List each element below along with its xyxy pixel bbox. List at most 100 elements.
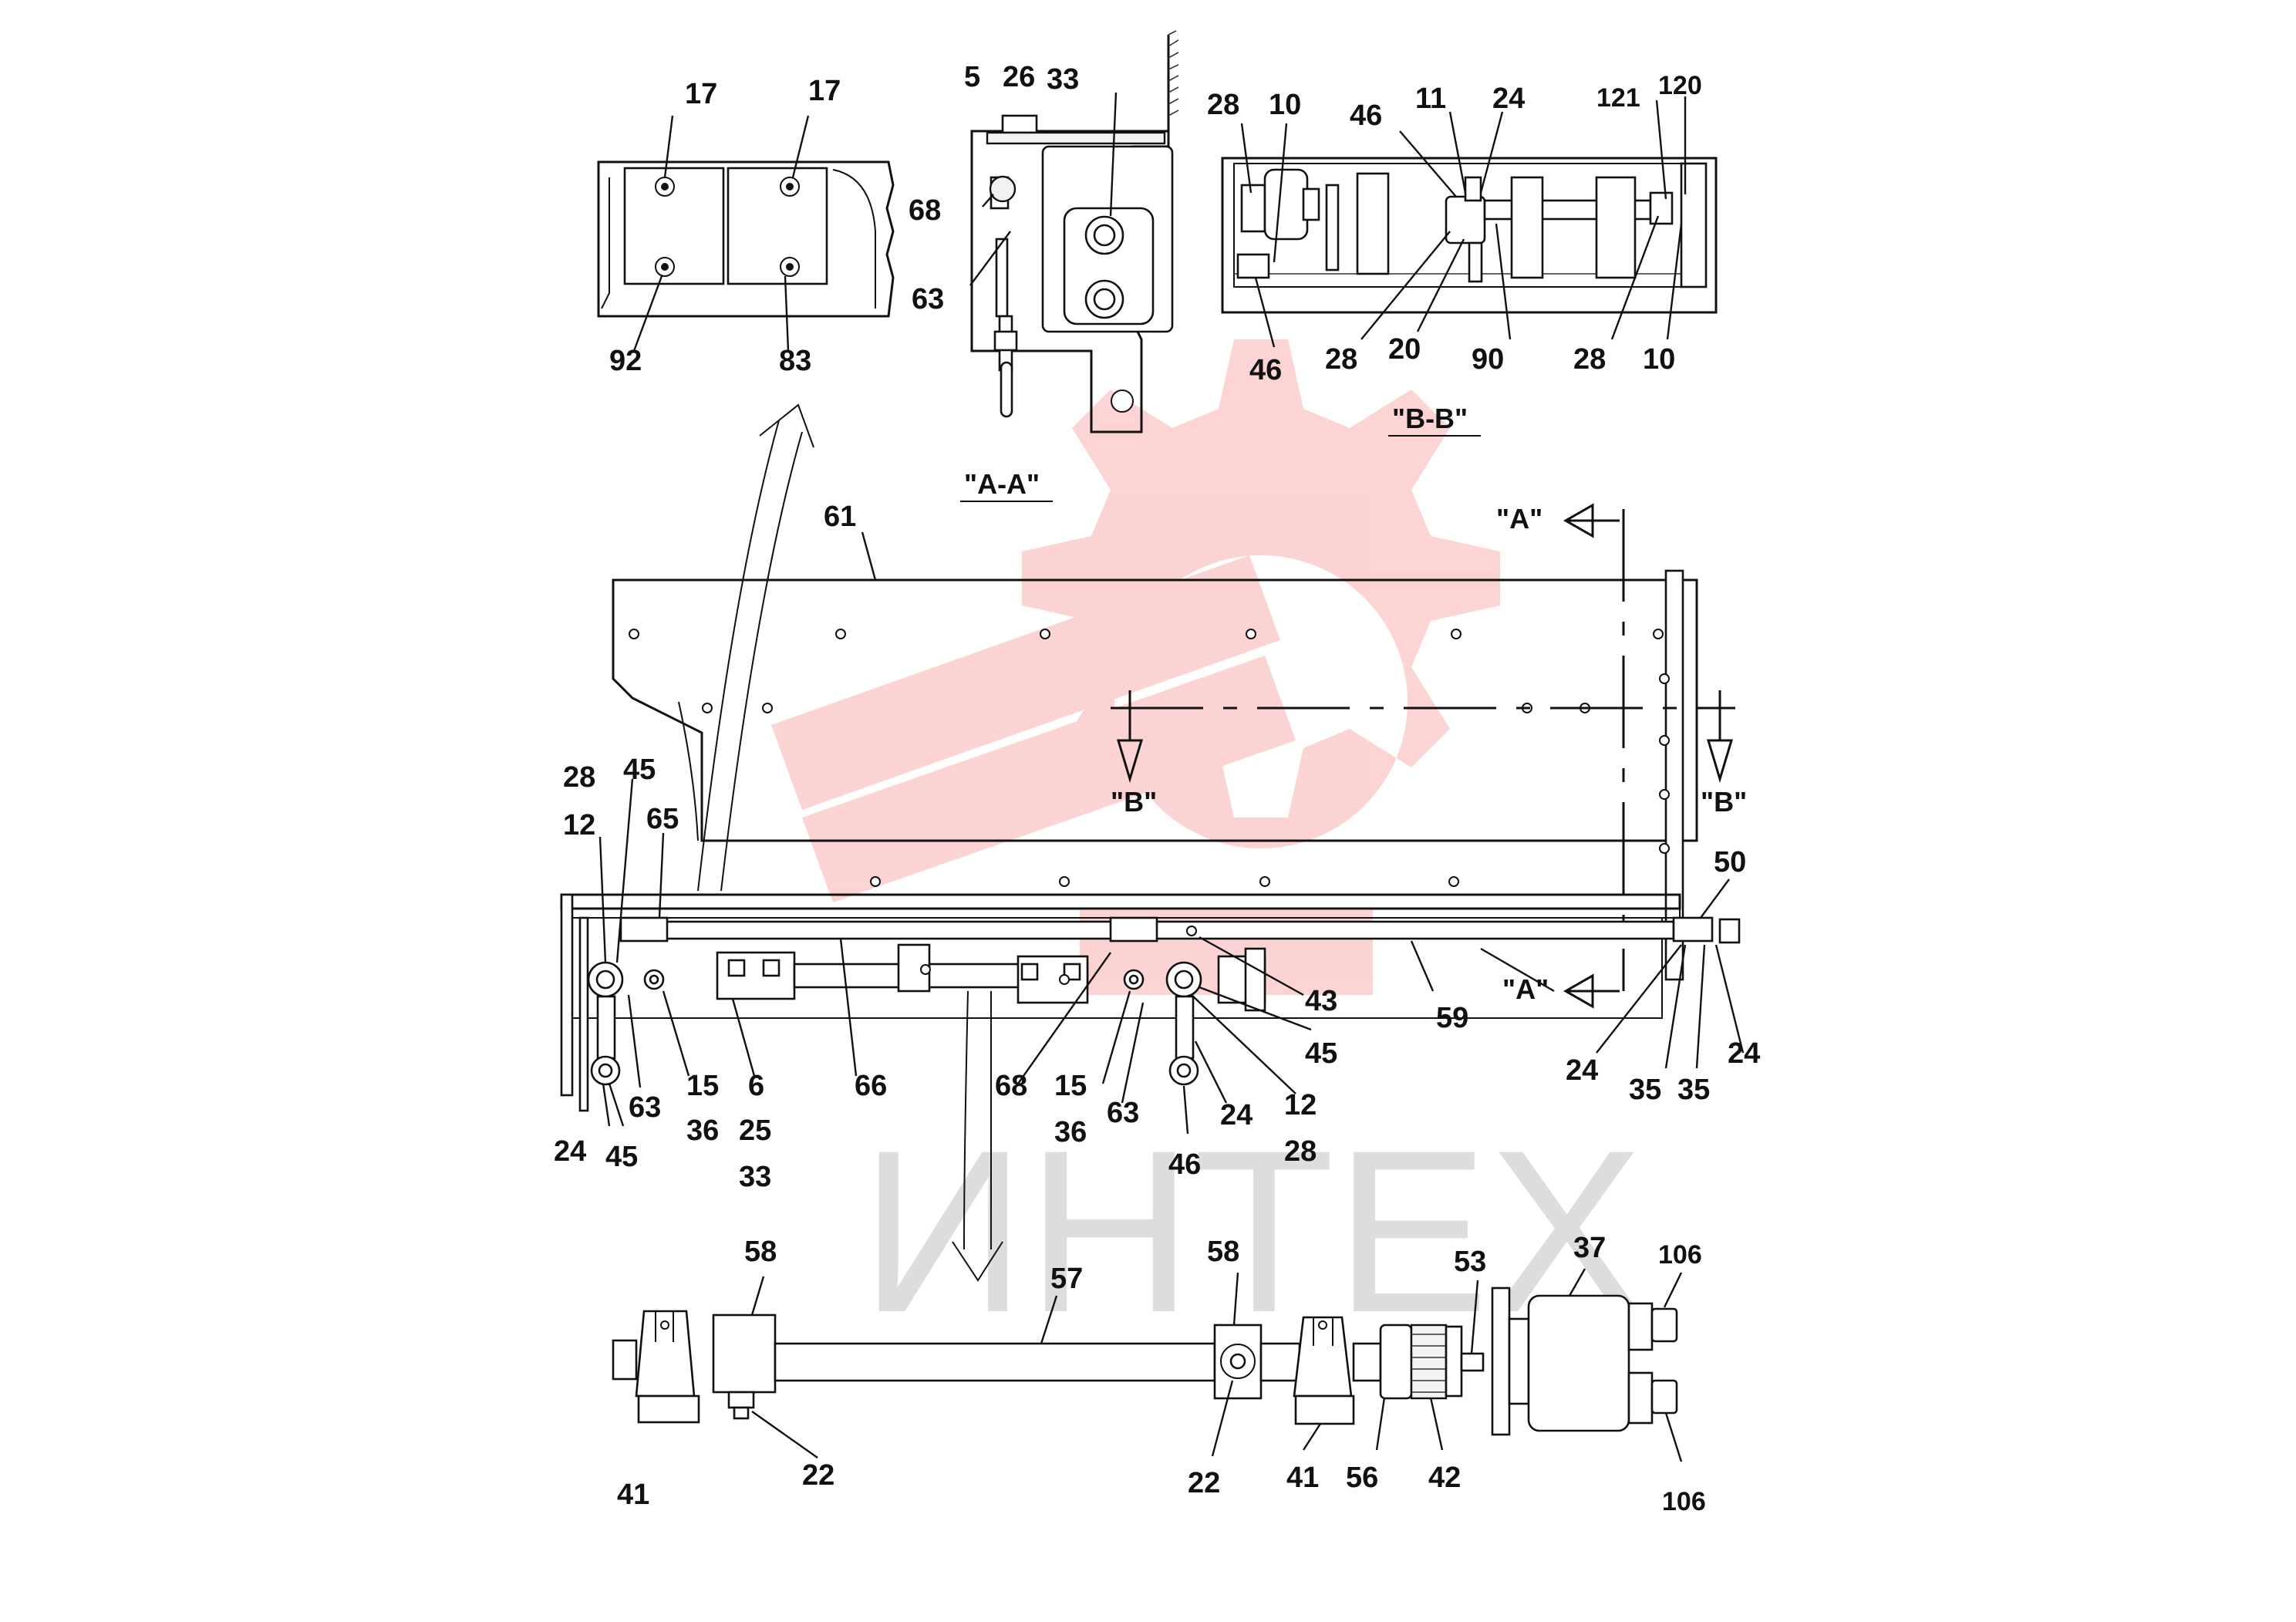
callout: 11 <box>1415 83 1446 115</box>
callout: 28 <box>1325 343 1357 376</box>
callout: 63 <box>629 1091 661 1124</box>
callout: 33 <box>739 1161 771 1193</box>
callout: 36 <box>686 1114 719 1147</box>
callout: 120 <box>1658 71 1702 100</box>
coupling-20 <box>1445 195 1486 244</box>
callout: 15 <box>686 1070 719 1102</box>
callout: 15 <box>1054 1070 1087 1102</box>
callout: 17 <box>685 78 717 110</box>
callout: 12 <box>1284 1089 1317 1121</box>
callout: 28 <box>563 761 595 794</box>
cover-plate-61 <box>612 578 1698 842</box>
callout: 106 <box>1662 1487 1706 1516</box>
section-bb: 28 10 46 11 24 121 120 46 28 20 90 28 10… <box>1207 71 1718 437</box>
callout: 24 <box>1492 83 1525 115</box>
callout: 63 <box>912 283 944 315</box>
callout: 35 <box>1677 1074 1710 1106</box>
callout: 24 <box>554 1135 586 1168</box>
callout: 28 <box>1573 343 1606 376</box>
callout: 61 <box>824 501 856 533</box>
arrow-head <box>759 403 814 448</box>
connector-106a <box>1650 1307 1678 1343</box>
connector-106b <box>1650 1379 1678 1415</box>
callout: 5 <box>964 61 980 93</box>
callout: 58 <box>744 1236 777 1268</box>
callout: 90 <box>1472 343 1504 376</box>
callout: 22 <box>802 1459 834 1492</box>
callout: 10 <box>1269 89 1301 121</box>
bolt-icon <box>727 959 1081 981</box>
callout: 17 <box>808 75 841 107</box>
callout: 25 <box>739 1114 771 1147</box>
callout: 33 <box>1047 63 1079 96</box>
shaft-66-59 <box>646 920 1675 940</box>
callout: 45 <box>605 1141 638 1173</box>
callout: 28 <box>1207 89 1239 121</box>
callout: 20 <box>1388 333 1421 366</box>
section-arrows: "A" "A" "B" "B" <box>697 403 1747 1282</box>
callout: 24 <box>1728 1037 1760 1070</box>
callout: 50 <box>1714 846 1746 878</box>
motor-37 <box>1527 1294 1630 1432</box>
callout: 59 <box>1436 1002 1468 1034</box>
rod-end-46 <box>1236 253 1270 279</box>
section-mark: "A" <box>1496 503 1542 534</box>
callout: 42 <box>1428 1462 1461 1494</box>
callout: 45 <box>623 754 656 786</box>
section-title: "B-B" <box>1392 403 1468 434</box>
callout: 63 <box>1107 1097 1139 1129</box>
callout: 68 <box>909 194 941 227</box>
sleeve-56 <box>1379 1324 1413 1400</box>
nut-50 <box>1672 916 1714 943</box>
collar-58a <box>712 1313 777 1394</box>
callout: 10 <box>1643 343 1675 376</box>
callout: 68 <box>995 1070 1027 1102</box>
callout: 24 <box>1566 1054 1598 1087</box>
callout: 46 <box>1350 99 1382 132</box>
section-mark: "B" <box>1701 786 1747 818</box>
plate-83 <box>727 167 828 285</box>
section-aa: 5 26 33 68 63 "A-A" <box>909 30 1179 502</box>
callout: 37 <box>1573 1232 1606 1264</box>
gear-42 <box>1410 1324 1448 1400</box>
detail-plates: 17 17 92 83 <box>597 75 895 377</box>
callout: 41 <box>617 1479 649 1511</box>
callout: 83 <box>779 345 811 377</box>
callout: 28 <box>1284 1135 1317 1168</box>
callout: 6 <box>748 1070 764 1102</box>
callout: 26 <box>1003 61 1035 93</box>
callout: 35 <box>1629 1074 1661 1106</box>
callout: 22 <box>1188 1467 1220 1499</box>
callout: 53 <box>1454 1246 1486 1278</box>
shaft-assembly: 58 41 22 57 58 22 41 56 42 53 37 106 106 <box>612 1232 1706 1516</box>
callout: 56 <box>1346 1462 1378 1494</box>
callout: 46 <box>1168 1148 1201 1181</box>
bolt-icon <box>989 175 1017 203</box>
callout: 43 <box>1305 985 1337 1017</box>
callout: 45 <box>1305 1037 1337 1070</box>
bolt-icon <box>655 177 800 277</box>
callout: 57 <box>1050 1263 1083 1295</box>
section-mark: "B" <box>1111 786 1157 818</box>
callout: 12 <box>563 809 595 841</box>
shaft-57 <box>774 1342 1216 1382</box>
callout: 66 <box>855 1070 887 1102</box>
callout: 65 <box>646 803 679 835</box>
section-title: "A-A" <box>964 468 1040 500</box>
section-mark: "A" <box>1502 973 1549 1005</box>
callout: 24 <box>1220 1099 1253 1131</box>
main-callouts: 61 28 45 12 65 24 45 63 15 36 6 25 33 66… <box>554 501 1760 1193</box>
nut-icon <box>1084 215 1124 319</box>
callout: 58 <box>1207 1236 1239 1268</box>
main-assembly <box>560 509 1741 1112</box>
callout: 106 <box>1658 1240 1702 1270</box>
callout: 36 <box>1054 1116 1087 1148</box>
watermark-gear <box>771 339 1500 995</box>
callout: 41 <box>1286 1462 1319 1494</box>
callout: 121 <box>1596 83 1640 113</box>
key-53 <box>1460 1352 1485 1372</box>
watermark: ИНТЕХ <box>771 339 1644 1361</box>
callout: 92 <box>609 345 642 377</box>
